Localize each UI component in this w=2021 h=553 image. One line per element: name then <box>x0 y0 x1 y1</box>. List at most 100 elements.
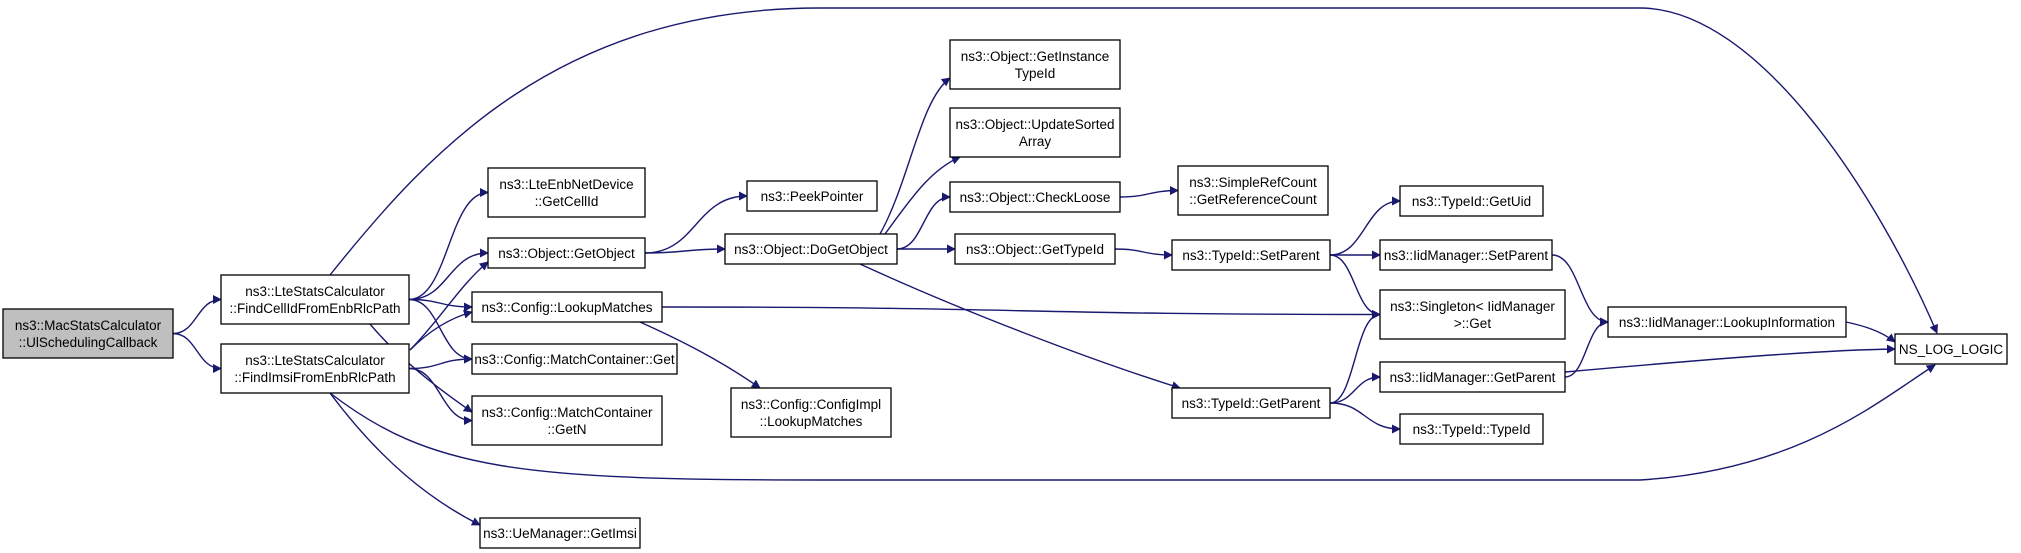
edge-path <box>408 367 473 425</box>
edge-n17-n23 <box>1329 372 1381 404</box>
node-label: ns3::Config::MatchContainer <box>481 405 653 420</box>
edge-n1-n6 <box>408 298 473 312</box>
edge-path <box>1551 254 1609 327</box>
edge-path <box>329 7 1938 334</box>
node-label: ns3::Config::MatchContainer::Get <box>474 352 675 367</box>
node-label: ns3::MacStatsCalculator <box>15 318 162 333</box>
node-box <box>730 387 892 438</box>
edge-n6-n12 <box>639 321 761 389</box>
node-box <box>1379 239 1553 271</box>
nodes: ns3::MacStatsCalculator::UlSchedulingCal… <box>2 39 2008 549</box>
node-label: ns3::TypeId::GetUid <box>1412 194 1531 209</box>
node-n8[interactable]: ns3::Config::MatchContainer::GetN <box>471 395 663 446</box>
node-n9[interactable]: ns3::UeManager::GetImsi <box>479 517 641 549</box>
node-label: ::GetReferenceCount <box>1189 192 1317 207</box>
node-n16[interactable]: ns3::Object::GetTypeId <box>954 233 1116 265</box>
node-label: ns3::IidManager::SetParent <box>1384 248 1549 263</box>
node-box <box>1171 387 1331 419</box>
node-box <box>746 180 878 212</box>
edge-path <box>1119 186 1179 198</box>
node-label: ns3::LteStatsCalculator <box>245 284 385 299</box>
node-box <box>220 274 410 325</box>
node-box <box>954 233 1116 265</box>
node-n4[interactable]: ns3::LteEnbNetDevice::GetCellId <box>487 167 646 218</box>
edge-path <box>1564 344 1896 373</box>
edge-n5-n10 <box>644 191 748 254</box>
edge-n11-n14 <box>884 156 961 235</box>
node-n10[interactable]: ns3::PeekPointer <box>746 180 878 212</box>
node-n1[interactable]: ns3::LteStatsCalculator::FindCellIdFromE… <box>220 274 410 325</box>
node-n3[interactable]: NS_LOG_LOGIC <box>1894 333 2008 365</box>
node-n18[interactable]: ns3::SimpleRefCount::GetReferenceCount <box>1177 165 1329 216</box>
edge-path <box>408 248 489 301</box>
node-n17[interactable]: ns3::TypeId::GetParent <box>1171 387 1331 419</box>
node-label: ns3::TypeId::SetParent <box>1182 248 1320 263</box>
node-box <box>487 167 646 218</box>
node-label: >::Get <box>1454 316 1491 331</box>
node-box <box>1379 289 1566 340</box>
edge-path <box>1329 254 1381 319</box>
node-box <box>1399 413 1544 445</box>
edge-n2-n9 <box>329 392 481 526</box>
node-box <box>220 343 410 394</box>
edge-n1-n8 <box>369 323 473 413</box>
edge-path <box>329 392 481 526</box>
edge-path <box>1845 321 1896 343</box>
node-box <box>1379 361 1566 393</box>
node-label: ns3::Config::LookupMatches <box>481 300 652 315</box>
node-box <box>1171 239 1331 271</box>
node-n24[interactable]: ns3::TypeId::TypeId <box>1399 413 1544 445</box>
node-n11[interactable]: ns3::Object::DoGetObject <box>724 233 898 265</box>
node-box <box>1177 165 1329 216</box>
node-box <box>949 107 1121 158</box>
edge-n2-n3 <box>329 364 1936 481</box>
edge-path <box>1114 248 1173 260</box>
node-n23[interactable]: ns3::IidManager::GetParent <box>1379 361 1566 393</box>
edge-path <box>644 244 726 254</box>
edge-n11-n13 <box>879 77 951 235</box>
node-label: ns3::Object::GetTypeId <box>966 242 1104 257</box>
node-label: ns3::Object::UpdateSorted <box>955 117 1114 132</box>
edge-n1-n7 <box>408 298 473 364</box>
edge-n0-n2 <box>172 332 222 373</box>
node-box <box>471 291 663 323</box>
edge-n0-n1 <box>172 295 222 335</box>
node-label: ::GetN <box>547 422 586 437</box>
edge-n15-n18 <box>1119 186 1179 198</box>
edge-n1-n3 <box>329 7 1938 334</box>
edge-n6-n22 <box>661 306 1381 319</box>
node-label: ns3::Object::CheckLoose <box>960 190 1111 205</box>
edge-path <box>661 306 1381 319</box>
node-n20[interactable]: ns3::TypeId::GetUid <box>1399 185 1544 217</box>
node-n25[interactable]: ns3::IidManager::LookupInformation <box>1607 306 1847 338</box>
node-n6[interactable]: ns3::Config::LookupMatches <box>471 291 663 323</box>
edge-path <box>1329 196 1401 256</box>
node-n5[interactable]: ns3::Object::GetObject <box>487 237 646 269</box>
node-n2[interactable]: ns3::LteStatsCalculator::FindImsiFromEnb… <box>220 343 410 394</box>
node-n7[interactable]: ns3::Config::MatchContainer::Get <box>471 343 678 375</box>
edge-n2-n6 <box>409 309 473 351</box>
edge-n23-n3 <box>1564 344 1896 373</box>
node-box <box>479 517 641 549</box>
node-n21[interactable]: ns3::IidManager::SetParent <box>1379 239 1553 271</box>
edge-n21-n25 <box>1551 254 1609 327</box>
node-n12[interactable]: ns3::Config::ConfigImpl::LookupMatches <box>730 387 892 438</box>
edge-n11-n15 <box>896 192 951 250</box>
edge-path <box>408 188 489 301</box>
node-n0[interactable]: ns3::MacStatsCalculator::UlSchedulingCal… <box>2 308 174 359</box>
node-label: ::GetCellId <box>535 194 599 209</box>
node-label: ns3::Object::GetObject <box>498 246 635 261</box>
node-label: ns3::TypeId::GetParent <box>1182 396 1321 411</box>
node-n15[interactable]: ns3::Object::CheckLoose <box>949 181 1121 213</box>
node-n22[interactable]: ns3::Singleton< IidManager>::Get <box>1379 289 1566 340</box>
node-n19[interactable]: ns3::TypeId::SetParent <box>1171 239 1331 271</box>
edge-n1-n5 <box>408 248 489 301</box>
edge-n19-n22 <box>1329 254 1381 319</box>
node-label: ns3::Object::DoGetObject <box>734 242 888 257</box>
edges <box>172 7 1938 526</box>
edge-path <box>408 354 473 370</box>
edge-path <box>409 261 489 351</box>
